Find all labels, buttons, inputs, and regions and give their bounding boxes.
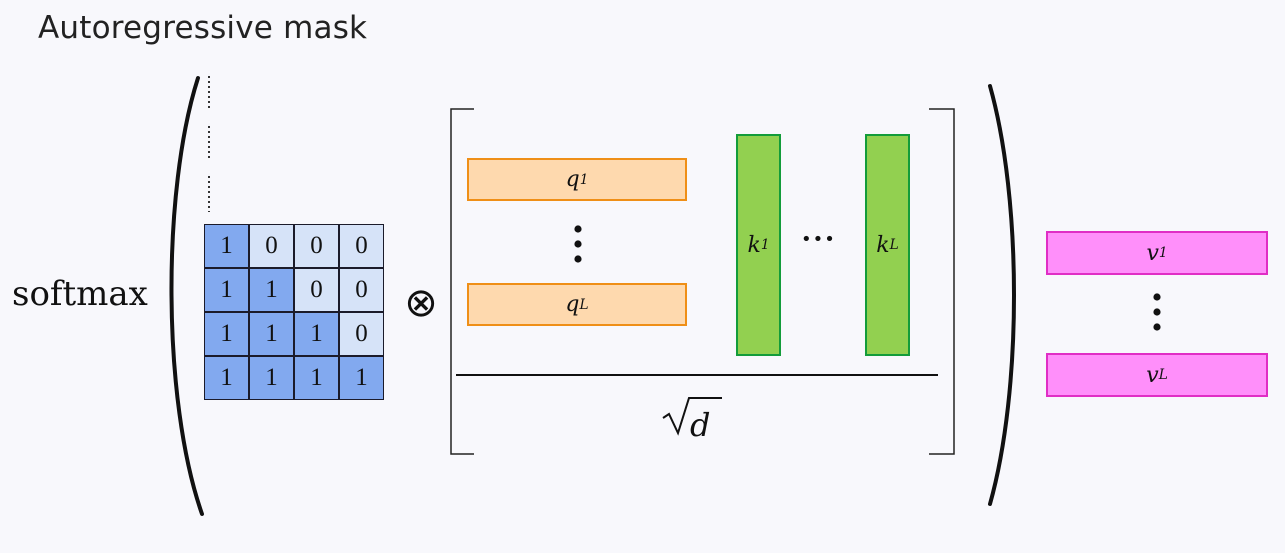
left-parenthesis (169, 76, 204, 516)
q-vdot-1 (574, 225, 582, 233)
mask-cell: 0 (294, 268, 339, 312)
query-first-sub: 1 (579, 171, 589, 188)
mask-cell: 1 (204, 312, 249, 356)
mask-cell: 0 (294, 224, 339, 268)
v-vdot-3 (1153, 323, 1161, 331)
v-vdot-1 (1153, 293, 1161, 301)
query-first-base: q (565, 167, 580, 192)
softmax-label: softmax (12, 274, 148, 314)
mask-cell: 0 (339, 312, 384, 356)
mask-cell: 1 (294, 356, 339, 400)
mask-cell: 0 (249, 224, 294, 268)
key-ellipsis: ••• (801, 229, 836, 250)
q-vdot-3 (574, 255, 582, 263)
query-last-sub: L (579, 296, 589, 313)
mask-cell: 1 (204, 268, 249, 312)
right-bracket (929, 108, 955, 455)
key-last-base: k (876, 232, 890, 258)
mask-cell: 0 (339, 224, 384, 268)
mask-matrix: 1 0 0 0 1 1 0 0 1 1 1 0 1 1 1 1 (204, 224, 384, 400)
key-last-sub: L (889, 237, 899, 253)
sqrt-radical (662, 397, 722, 436)
query-last-base: q (565, 292, 580, 317)
key-first-sub: 1 (760, 237, 770, 253)
mask-cell: 1 (294, 312, 339, 356)
tensor-product-symbol: ⊗ (404, 280, 438, 326)
diagram-title: Autoregressive mask (38, 10, 368, 46)
mask-cell: 1 (339, 356, 384, 400)
q-vdot-2 (574, 240, 582, 248)
value-first-sub: 1 (1158, 245, 1168, 261)
mask-cell: 1 (249, 356, 294, 400)
mask-cell: 1 (204, 356, 249, 400)
sqrt-denominator: d (690, 406, 711, 444)
value-last-sub: L (1158, 367, 1168, 383)
v-vdot-2 (1153, 308, 1161, 316)
mask-cell: 0 (339, 268, 384, 312)
mask-cell: 1 (249, 268, 294, 312)
key-first-base: k (747, 232, 761, 258)
value-first-base: v (1146, 240, 1159, 266)
value-last-base: v (1146, 362, 1159, 388)
mask-cell: 1 (204, 224, 249, 268)
mask-cell: 1 (249, 312, 294, 356)
right-parenthesis (988, 84, 1016, 506)
left-bracket (450, 108, 474, 455)
